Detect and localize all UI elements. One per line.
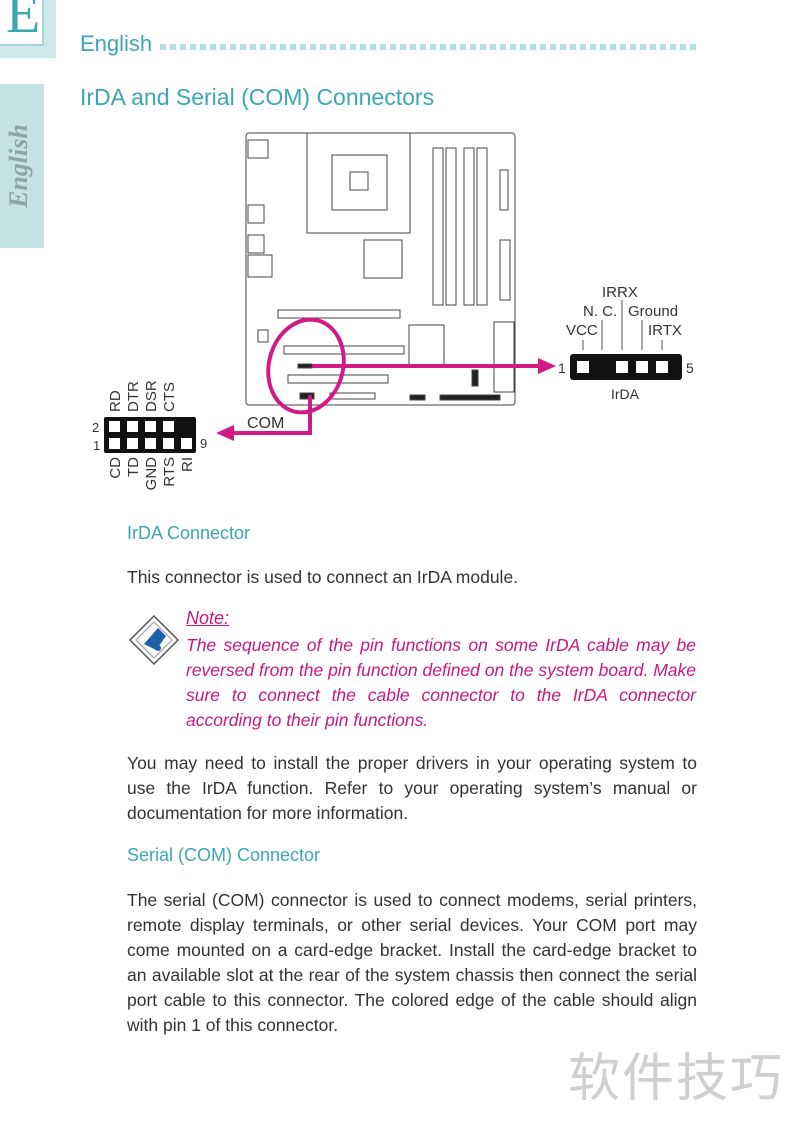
irda-connector-label: IrDA bbox=[611, 386, 640, 402]
page-title: IrDA and Serial (COM) Connectors bbox=[80, 84, 435, 110]
com-arrow-head bbox=[216, 425, 234, 441]
chapter-corner-tab: E bbox=[0, 0, 56, 58]
com-pin-rts: RTS bbox=[161, 457, 178, 487]
com-pin-cts: CTS bbox=[161, 382, 178, 412]
com-connector: 2 1 9 RD DTR DSR CTS CD TD GND RTS RI bbox=[92, 380, 207, 490]
com-pin-dsr: DSR bbox=[143, 380, 160, 412]
svg-text:9: 9 bbox=[200, 436, 207, 451]
header-dotted-rule bbox=[160, 44, 696, 50]
irda-description: This connector is used to connect an IrD… bbox=[127, 567, 519, 587]
svg-text:5: 5 bbox=[686, 360, 694, 376]
note-text: The sequence of the pin functions on som… bbox=[186, 635, 696, 730]
irda-connector-heading: IrDA Connector bbox=[127, 523, 251, 543]
com-pin-cd: CD bbox=[107, 457, 124, 479]
com-pin-gnd: GND bbox=[143, 457, 160, 491]
side-language-tab: English bbox=[0, 84, 44, 248]
com-arrow-line bbox=[230, 395, 312, 435]
com-highlight-circle bbox=[266, 317, 346, 415]
motherboard-diagram: COM 1 5 IrDA VCC N. C. IRRX Ground IRTX … bbox=[92, 132, 694, 490]
irda-connector: 1 5 IrDA VCC N. C. IRRX Ground IRTX bbox=[558, 284, 694, 402]
com-pin-ri: RI bbox=[179, 457, 196, 472]
irda-pin-ground: Ground bbox=[628, 303, 678, 320]
irda-arrow-head bbox=[538, 358, 556, 374]
svg-text:1: 1 bbox=[93, 438, 100, 453]
com-pin-dtr: DTR bbox=[125, 381, 142, 412]
svg-text:2: 2 bbox=[92, 420, 99, 435]
serial-description: The serial (COM) connector is used to co… bbox=[127, 890, 697, 1035]
com-label: COM bbox=[247, 415, 284, 432]
serial-connector-heading: Serial (COM) Connector bbox=[127, 845, 321, 865]
irda-pin-vcc: VCC bbox=[566, 322, 598, 339]
note-icon bbox=[128, 614, 180, 666]
note-label: Note: bbox=[186, 608, 230, 628]
irda-pin-irtx: IRTX bbox=[648, 322, 682, 339]
svg-text:1: 1 bbox=[558, 360, 566, 376]
com-pin-td: TD bbox=[125, 457, 142, 477]
callout-graphics bbox=[230, 317, 540, 435]
drivers-paragraph: You may need to install the proper drive… bbox=[127, 753, 697, 823]
com-pin-rd: RD bbox=[107, 390, 124, 412]
irda-pin-nc: N. C. bbox=[583, 303, 617, 320]
irda-pin-irrx: IRRX bbox=[602, 284, 638, 301]
watermark: 软件技巧 bbox=[568, 1050, 785, 1108]
section-header: English bbox=[80, 31, 153, 56]
